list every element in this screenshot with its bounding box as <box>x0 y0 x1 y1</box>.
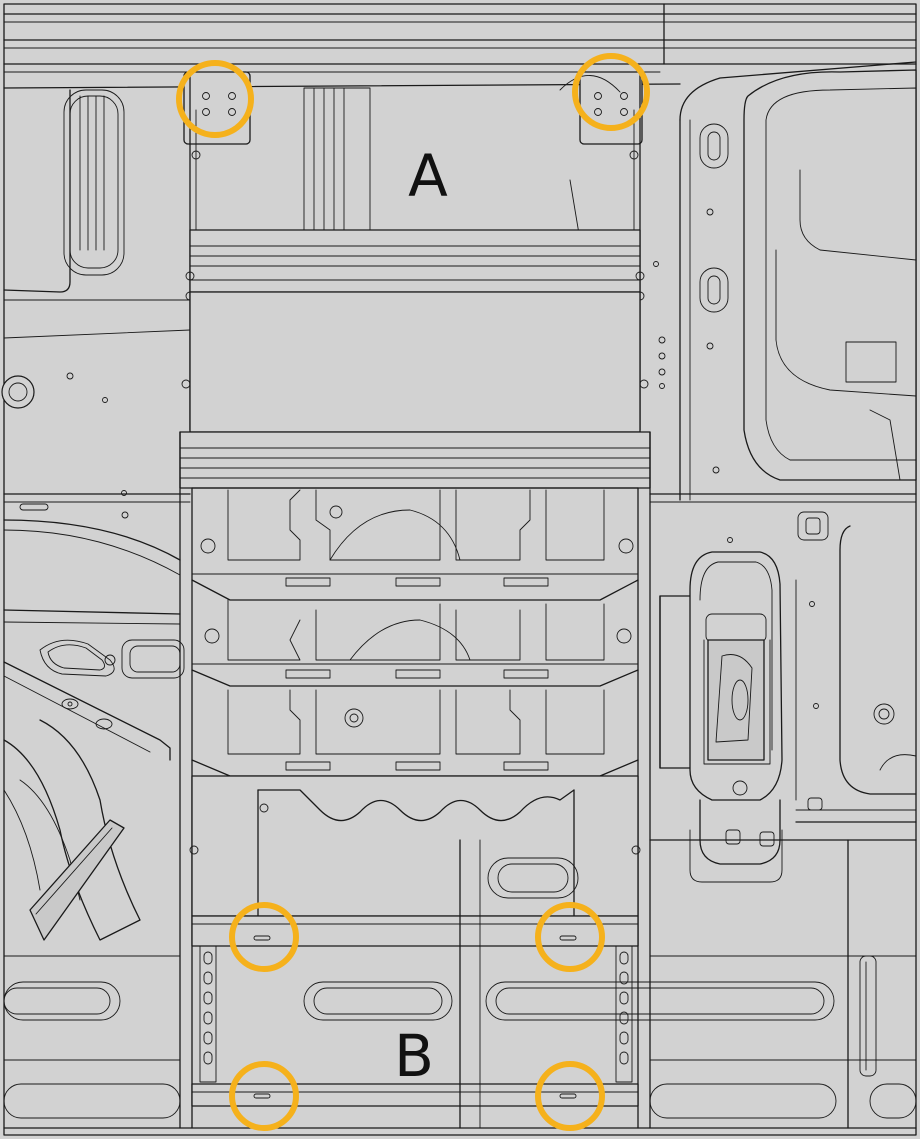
left-wheel-arch <box>3 519 185 941</box>
rail-a-middle-panel <box>181 291 649 433</box>
rail-a-lower <box>179 431 651 489</box>
floor-ribs <box>3 839 917 1129</box>
marker-b-upper-right <box>535 902 605 972</box>
label-b: B <box>394 1022 434 1090</box>
marker-b-lower-left <box>229 1061 299 1131</box>
right-wheel-well <box>649 61 917 823</box>
slotted-straps <box>199 945 633 1083</box>
latch-mechanism <box>659 551 797 883</box>
marker-b-lower-right <box>535 1061 605 1131</box>
label-a: A <box>408 142 448 210</box>
marker-a-right <box>572 53 650 131</box>
diagram-border <box>3 3 917 1136</box>
frame-rungs <box>191 487 639 777</box>
marker-b-upper-left <box>229 902 299 972</box>
right-floor-channels <box>847 839 877 1129</box>
frame-cutouts <box>227 489 605 755</box>
left-upper-floor <box>1 87 371 519</box>
marker-a-left <box>176 60 254 138</box>
rail-b-upper <box>191 915 639 947</box>
rail-a-upper <box>185 229 645 301</box>
rail-b-lower <box>191 1083 639 1107</box>
frame-lower-bracket <box>189 775 641 917</box>
highlight-markers <box>176 53 650 1131</box>
top-cross-beam <box>3 3 917 89</box>
